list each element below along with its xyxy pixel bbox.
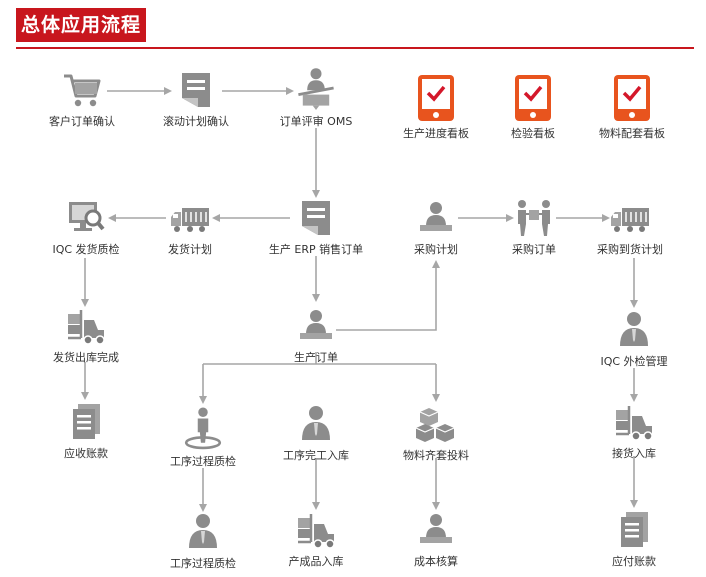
tablet-check-icon bbox=[418, 75, 454, 121]
node-purchase-arrival: 采购到货计划 bbox=[570, 198, 690, 257]
monitor-magnifier-icon bbox=[69, 202, 105, 231]
forklift-icon bbox=[68, 310, 105, 345]
node-iqc-external: IQC 外检管理 bbox=[574, 310, 694, 369]
person-on-spot-icon bbox=[184, 407, 222, 450]
manager-person-icon bbox=[189, 514, 217, 548]
node-material-board: 物料配套看板 bbox=[572, 74, 692, 141]
manager-person-icon bbox=[302, 406, 330, 440]
node-iqc-ship: IQC 发货质检 bbox=[26, 198, 146, 257]
node-purchase-plan: 采购计划 bbox=[376, 198, 496, 257]
page-title: 总体应用流程 bbox=[16, 8, 146, 42]
forklift-icon bbox=[616, 406, 653, 441]
node-receivable: 应收账款 bbox=[26, 402, 146, 461]
node-erp-sales: 生产 ERP 销售订单 bbox=[256, 198, 376, 257]
tablet-check-icon bbox=[614, 75, 650, 121]
node-ship-out: 发货出库完成 bbox=[26, 306, 146, 365]
person-at-desk-icon bbox=[420, 514, 452, 543]
document-stack-icon bbox=[73, 404, 100, 439]
node-process-complete: 工序完工入库 bbox=[256, 404, 376, 463]
person-presenting-icon bbox=[298, 68, 334, 110]
manager-person-icon bbox=[620, 312, 648, 346]
node-process-qc-2: 工序过程质检 bbox=[143, 512, 263, 571]
title-divider bbox=[16, 47, 694, 49]
delivery-truck-icon bbox=[611, 208, 649, 232]
node-ship-plan: 发货计划 bbox=[130, 198, 250, 257]
edge-production-branch bbox=[203, 352, 436, 365]
person-at-desk-icon bbox=[300, 310, 332, 339]
node-production-order: 生产订单 bbox=[256, 306, 376, 365]
node-finished-store: 产成品入库 bbox=[256, 510, 376, 569]
forklift-icon bbox=[298, 514, 335, 549]
node-payable: 应付账款 bbox=[574, 510, 694, 569]
node-customer-confirm: 客户订单确认 bbox=[22, 70, 142, 129]
boxes-stack-icon bbox=[416, 408, 455, 442]
node-inspection-board: 检验看板 bbox=[473, 74, 593, 141]
node-material-kit: 物料齐套投料 bbox=[376, 404, 496, 463]
delivery-truck-icon bbox=[171, 208, 209, 232]
node-receive-store: 接货入库 bbox=[574, 402, 694, 461]
node-order-review: 订单评审 OMS bbox=[256, 66, 376, 129]
tablet-check-icon bbox=[515, 75, 551, 121]
shopping-cart-icon bbox=[64, 74, 101, 107]
person-at-desk-icon bbox=[420, 202, 452, 231]
people-handover-icon bbox=[518, 200, 550, 236]
node-purchase-order: 采购订单 bbox=[474, 198, 594, 257]
node-rolling-plan: 滚动计划确认 bbox=[136, 70, 256, 129]
edge-production-to-purchaseplan bbox=[336, 260, 440, 331]
document-list-icon bbox=[302, 201, 330, 235]
node-cost-accounting: 成本核算 bbox=[376, 510, 496, 569]
document-stack-icon bbox=[621, 512, 648, 547]
document-list-icon bbox=[182, 73, 210, 107]
node-process-qc-1: 工序过程质检 bbox=[143, 406, 263, 469]
node-progress-board: 生产进度看板 bbox=[376, 74, 496, 141]
